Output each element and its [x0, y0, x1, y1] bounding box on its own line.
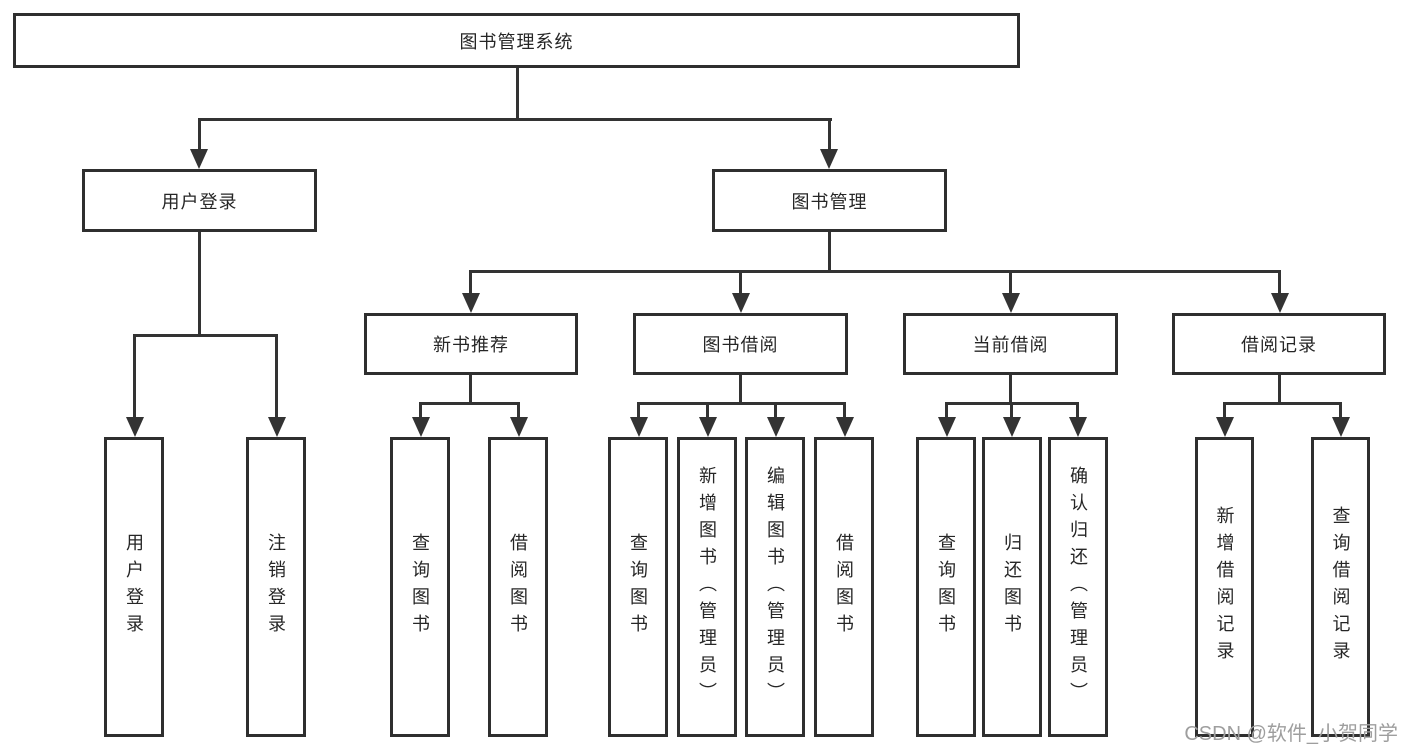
leaf-query-borrow-record-label: 查询借阅记录 — [1330, 506, 1351, 668]
node-library-management-system-label: 图书管理系统 — [459, 31, 574, 52]
connector-line — [706, 402, 709, 418]
arrow-down-icon — [1332, 417, 1350, 437]
node-new-book-recommendation: 新书推荐 — [364, 313, 578, 375]
leaf-edit-book-admin-label: 编辑图书（管理员） — [765, 465, 785, 709]
leaf-return-books-label: 归还图书 — [1002, 533, 1022, 641]
leaf-add-borrow-record: 新增借阅记录 — [1195, 437, 1254, 737]
arrow-down-icon — [1069, 417, 1087, 437]
arrow-down-icon — [510, 417, 528, 437]
leaf-query-books-borrowing: 查询图书 — [608, 437, 668, 737]
connector-line — [843, 402, 846, 418]
leaf-borrow-books-borrowing-label: 借阅图书 — [834, 533, 854, 641]
arrow-down-icon — [699, 417, 717, 437]
connector-line — [637, 402, 845, 405]
connector-line — [1339, 402, 1342, 418]
node-user-login-label: 用户登录 — [161, 191, 238, 212]
connector-line — [1223, 402, 1341, 405]
connector-line — [1223, 402, 1226, 418]
arrow-down-icon — [732, 293, 750, 313]
arrow-down-icon — [1271, 293, 1289, 313]
connector-line — [133, 334, 136, 418]
connector-line — [1009, 270, 1012, 294]
arrow-down-icon — [836, 417, 854, 437]
connector-line — [517, 402, 520, 418]
connector-line — [469, 270, 472, 294]
leaf-add-book-admin: 新增图书（管理员） — [677, 437, 737, 737]
connector-line — [739, 375, 742, 404]
connector-line — [774, 402, 777, 418]
arrow-down-icon — [190, 149, 208, 169]
leaf-edit-book-admin: 编辑图书（管理员） — [745, 437, 805, 737]
connector-line — [419, 402, 520, 405]
connector-line — [1010, 402, 1013, 418]
leaf-confirm-return-admin-label: 确认归还（管理员） — [1068, 465, 1088, 709]
leaf-borrow-books-recommend-label: 借阅图书 — [508, 533, 528, 641]
watermark: CSDN @软件_小贺同学 — [1184, 723, 1398, 745]
leaf-user-login-label: 用户登录 — [124, 533, 144, 641]
node-library-management-system: 图书管理系统 — [13, 13, 1020, 68]
connector-line — [1076, 402, 1079, 418]
node-user-login: 用户登录 — [82, 169, 317, 232]
node-new-book-recommendation-label: 新书推荐 — [433, 335, 509, 355]
leaf-confirm-return-admin: 确认归还（管理员） — [1048, 437, 1108, 737]
node-book-management: 图书管理 — [712, 169, 947, 232]
node-current-borrowing-label: 当前借阅 — [972, 335, 1049, 355]
connector-line — [739, 270, 742, 294]
connector-line — [198, 232, 201, 336]
leaf-query-borrow-record: 查询借阅记录 — [1311, 437, 1370, 737]
arrow-down-icon — [820, 149, 838, 169]
node-book-borrowing-label: 图书借阅 — [702, 335, 779, 355]
arrow-down-icon — [1216, 417, 1234, 437]
leaf-logout: 注销登录 — [246, 437, 306, 737]
arrow-down-icon — [1003, 417, 1021, 437]
leaf-query-books-recommend: 查询图书 — [390, 437, 450, 737]
arrow-down-icon — [767, 417, 785, 437]
connector-line — [275, 334, 278, 418]
connector-line — [133, 334, 278, 337]
connector-line — [945, 402, 948, 418]
connector-line — [198, 118, 201, 151]
node-borrowing-records-label: 借阅记录 — [1241, 335, 1317, 355]
node-book-management-label: 图书管理 — [791, 191, 868, 212]
connector-line — [198, 118, 832, 121]
arrow-down-icon — [938, 417, 956, 437]
leaf-borrow-books-recommend: 借阅图书 — [488, 437, 548, 737]
connector-line — [1009, 375, 1012, 404]
connector-line — [469, 270, 1281, 273]
connector-line — [469, 375, 472, 404]
connector-line — [1278, 270, 1281, 294]
connector-line — [828, 118, 831, 151]
connector-line — [637, 402, 640, 418]
connector-line — [516, 68, 519, 120]
arrow-down-icon — [1002, 293, 1020, 313]
connector-line — [419, 402, 422, 418]
leaf-query-books-current-label: 查询图书 — [936, 533, 956, 641]
connector-line — [1278, 375, 1281, 404]
leaf-query-books-borrowing-label: 查询图书 — [628, 533, 648, 641]
node-book-borrowing: 图书借阅 — [633, 313, 848, 375]
connector-line — [828, 232, 831, 272]
leaf-add-book-admin-label: 新增图书（管理员） — [697, 465, 717, 709]
node-borrowing-records: 借阅记录 — [1172, 313, 1386, 375]
leaf-add-borrow-record-label: 新增借阅记录 — [1214, 506, 1235, 668]
leaf-borrow-books-borrowing: 借阅图书 — [814, 437, 874, 737]
arrow-down-icon — [126, 417, 144, 437]
leaf-return-books: 归还图书 — [982, 437, 1042, 737]
arrow-down-icon — [268, 417, 286, 437]
leaf-query-books-recommend-label: 查询图书 — [410, 533, 430, 641]
leaf-logout-label: 注销登录 — [266, 533, 286, 641]
leaf-query-books-current: 查询图书 — [916, 437, 976, 737]
arrow-down-icon — [630, 417, 648, 437]
arrow-down-icon — [462, 293, 480, 313]
arrow-down-icon — [412, 417, 430, 437]
leaf-user-login: 用户登录 — [104, 437, 164, 737]
node-current-borrowing: 当前借阅 — [903, 313, 1118, 375]
